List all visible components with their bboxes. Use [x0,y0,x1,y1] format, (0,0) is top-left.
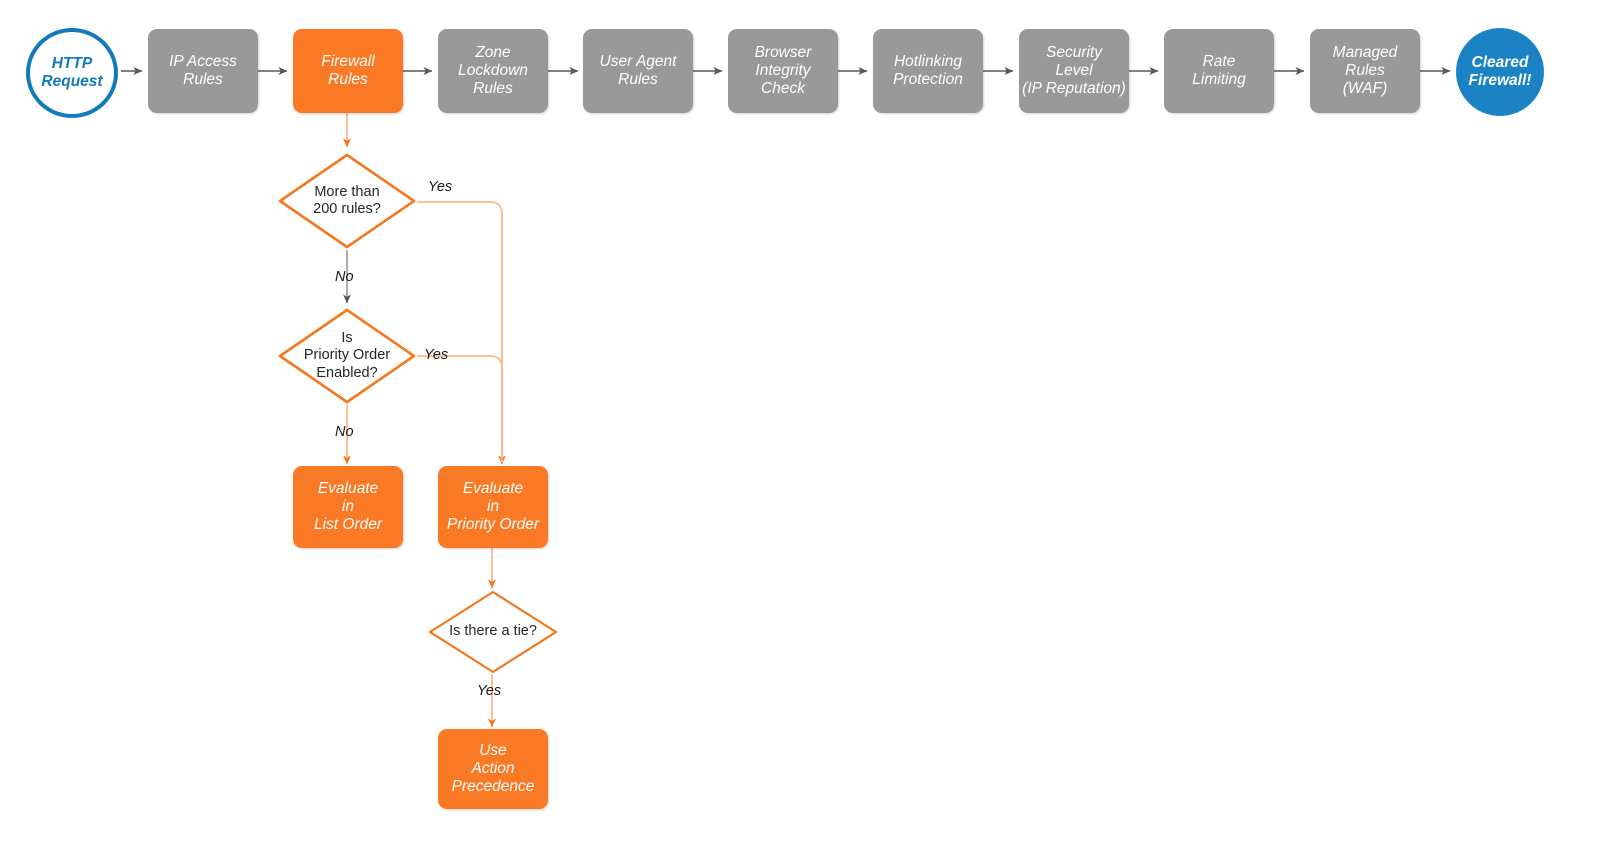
node-cleared-firewall[interactable]: Cleared Firewall! [1456,28,1544,116]
node-ip-access-rules-label: IP Access Rules [169,52,237,88]
node-hotlinking-protection-label: Hotlinking Protection [893,52,963,88]
node-use-action-precedence[interactable]: Use Action Precedence [438,729,548,809]
node-user-agent-rules[interactable]: User Agent Rules [583,29,693,113]
node-use-action-precedence-label: Use Action Precedence [451,741,535,796]
node-evaluate-priority-order-label: Evaluate in Priority Order [446,479,540,534]
node-browser-integrity-check[interactable]: Browser Integrity Check [728,29,838,113]
node-security-level-label: Security Level (IP Reputation) [1022,43,1126,98]
diamond-shape [278,153,416,249]
edge-label-yes-200-rules: Yes [428,179,453,195]
edge-label-no-200-rules: No [335,269,354,285]
node-cleared-firewall-label: Cleared Firewall! [1468,53,1532,89]
node-firewall-rules[interactable]: Firewall Rules [293,29,403,113]
decision-priority-order-enabled[interactable]: Is Priority Order Enabled? [277,307,417,405]
decision-more-than-200-rules[interactable]: More than 200 rules? [277,152,417,250]
decision-is-there-a-tie-label: Is there a tie? [449,623,537,640]
diamond-shape [278,308,416,404]
node-rate-limiting[interactable]: Rate Limiting [1164,29,1274,113]
node-evaluate-priority-order[interactable]: Evaluate in Priority Order [438,466,548,548]
node-evaluate-list-order[interactable]: Evaluate in List Order [293,466,403,548]
edge-label-yes-priority-order: Yes [424,347,449,363]
node-zone-lockdown-rules[interactable]: Zone Lockdown Rules [438,29,548,113]
node-security-level[interactable]: Security Level (IP Reputation) [1019,29,1129,113]
node-managed-rules-waf-label: Managed Rules (WAF) [1332,43,1398,98]
node-rate-limiting-label: Rate Limiting [1192,52,1246,88]
node-http-request-label: HTTP Request [41,54,103,90]
node-http-request[interactable]: HTTP Request [26,28,118,118]
edge-priority-yes [417,355,503,462]
edge-label-no-priority-order: No [335,424,354,440]
node-zone-lockdown-rules-label: Zone Lockdown Rules [458,43,528,98]
node-managed-rules-waf[interactable]: Managed Rules (WAF) [1310,29,1420,113]
node-firewall-rules-label: Firewall Rules [321,52,375,88]
decision-more-than-200-rules-label: More than 200 rules? [313,183,381,217]
node-ip-access-rules[interactable]: IP Access Rules [148,29,258,113]
node-evaluate-list-order-label: Evaluate in List Order [313,479,383,534]
node-browser-integrity-check-label: Browser Integrity Check [754,43,812,98]
edge-200rules-yes [417,201,506,465]
diamond-shape [428,590,558,674]
node-hotlinking-protection[interactable]: Hotlinking Protection [873,29,983,113]
decision-is-there-a-tie[interactable]: Is there a tie? [427,589,559,675]
edge-label-yes-tie: Yes [477,683,502,699]
node-user-agent-rules-label: User Agent Rules [599,52,677,88]
decision-priority-order-enabled-label: Is Priority Order Enabled? [303,329,391,381]
